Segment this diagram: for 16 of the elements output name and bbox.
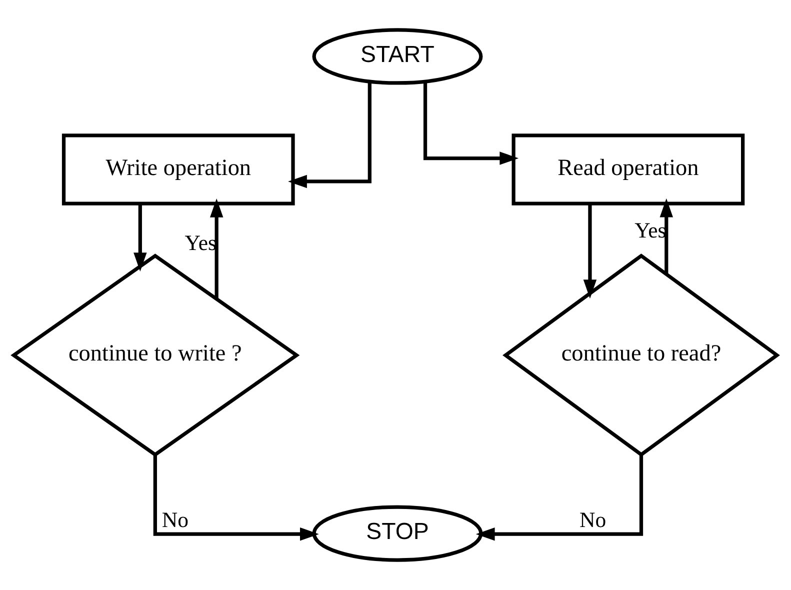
node-diamond: continue to read? <box>502 254 780 457</box>
arrow <box>476 455 644 541</box>
edge-label: Yes <box>184 231 216 256</box>
node-ellipse: STOP <box>312 505 483 562</box>
arrow <box>660 198 674 274</box>
node-box: Write operation <box>62 134 295 206</box>
edge-label: No <box>162 508 188 532</box>
arrow <box>210 198 224 299</box>
node-ellipse: START <box>312 28 483 85</box>
arrow <box>153 455 319 541</box>
arrow <box>583 204 597 299</box>
arrow <box>134 204 147 272</box>
arrow <box>288 82 372 188</box>
arrow <box>423 82 519 165</box>
edge-label: No <box>580 508 606 532</box>
node-box: Read operation <box>512 134 745 206</box>
